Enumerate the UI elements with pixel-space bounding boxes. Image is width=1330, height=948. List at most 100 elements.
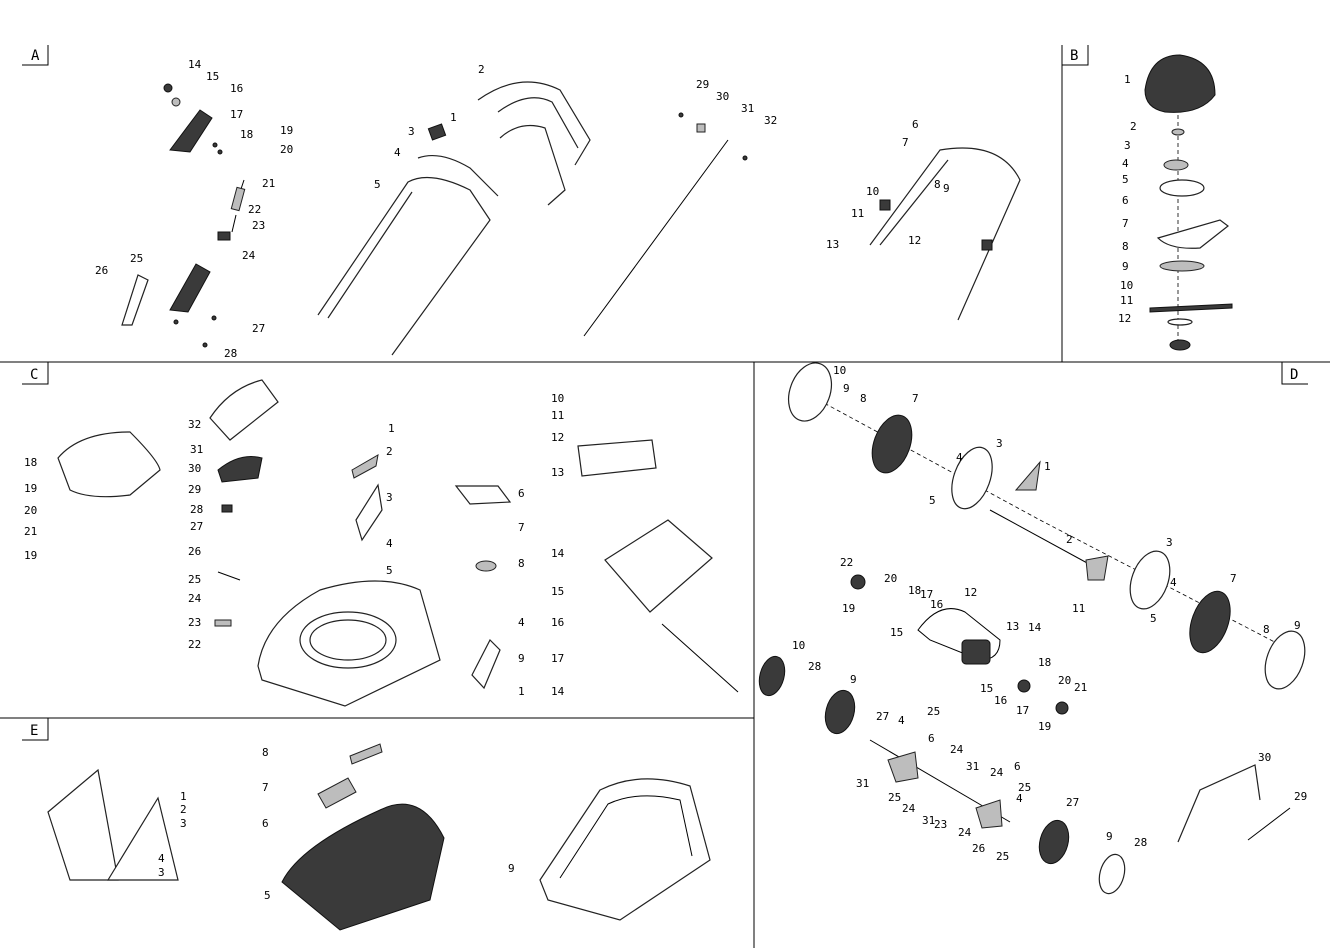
callout-c-17: 17 <box>551 652 564 665</box>
section-letter: C <box>30 367 38 383</box>
callout-d-18: 18 <box>908 584 921 597</box>
callout-d-14: 14 <box>1028 621 1042 634</box>
callout-d-20: 20 <box>1058 674 1071 687</box>
callout-e-1: 1 <box>180 790 187 803</box>
callout-d-10: 10 <box>833 364 846 377</box>
callout-d-9: 9 <box>1294 619 1301 632</box>
callout-b-12: 12 <box>1118 312 1131 325</box>
callout-e-8: 8 <box>262 746 269 759</box>
callout-d-17: 17 <box>1016 704 1029 717</box>
callout-a-31: 31 <box>741 102 754 115</box>
callout-d-15: 15 <box>980 682 993 695</box>
callout-d-9: 9 <box>843 382 850 395</box>
callout-d-9: 9 <box>850 673 857 686</box>
callout-b-6: 6 <box>1122 194 1129 207</box>
callout-a-15: 15 <box>206 70 219 83</box>
callout-a-9: 9 <box>943 182 950 195</box>
callout-c-2: 2 <box>386 445 393 458</box>
callout-d-4: 4 <box>1170 576 1177 589</box>
callout-a-22: 22 <box>248 203 261 216</box>
callout-a-30: 30 <box>716 90 729 103</box>
callout-c-26: 26 <box>188 545 201 558</box>
callout-c-32: 32 <box>188 418 201 431</box>
callout-d-19: 19 <box>1038 720 1051 733</box>
callout-a-5: 5 <box>374 178 381 191</box>
callout-c-27: 27 <box>190 520 203 533</box>
section-c-parts <box>57 379 739 707</box>
callout-e-9: 9 <box>508 862 515 875</box>
callout-c-24: 24 <box>188 592 202 605</box>
callout-d-16: 16 <box>994 694 1007 707</box>
callout-d-12: 12 <box>964 586 977 599</box>
callout-a-7: 7 <box>902 136 909 149</box>
callout-d-10: 10 <box>792 639 805 652</box>
callout-d-6: 6 <box>928 732 935 745</box>
callout-d-17: 17 <box>920 588 933 601</box>
section-letter: B <box>1070 48 1078 64</box>
callout-e-6: 6 <box>262 817 269 830</box>
callout-c-28: 28 <box>190 503 203 516</box>
callout-a-3: 3 <box>408 125 415 138</box>
callout-d-8: 8 <box>1263 623 1270 636</box>
callout-d-4: 4 <box>1016 792 1023 805</box>
callout-c-25: 25 <box>188 573 201 586</box>
callout-c-9: 9 <box>518 652 525 665</box>
callout-d-31: 31 <box>922 814 935 827</box>
callout-b-4: 4 <box>1122 157 1129 170</box>
callout-d-25: 25 <box>996 850 1009 863</box>
callout-d-28: 28 <box>808 660 821 673</box>
callout-a-23: 23 <box>252 219 265 232</box>
callout-d-11: 11 <box>1072 602 1085 615</box>
callout-c-30: 30 <box>188 462 201 475</box>
callout-d-2: 2 <box>1066 533 1073 546</box>
callout-c-12: 12 <box>551 431 564 444</box>
callout-c-1: 1 <box>518 685 525 698</box>
callout-c-19: 19 <box>24 549 37 562</box>
callout-d-3: 3 <box>996 437 1003 450</box>
callout-d-5: 5 <box>1150 612 1157 625</box>
callout-d-18: 18 <box>1038 656 1051 669</box>
callout-a-12: 12 <box>908 234 921 247</box>
callout-c-15: 15 <box>551 585 564 598</box>
callout-d-7: 7 <box>1230 572 1237 585</box>
callout-a-17: 17 <box>230 108 243 121</box>
callout-d-29: 29 <box>1294 790 1307 803</box>
callout-d-30: 30 <box>1258 751 1271 764</box>
callout-c-13: 13 <box>551 466 564 479</box>
callout-c-5: 5 <box>386 564 393 577</box>
callout-a-11: 11 <box>851 207 864 220</box>
callout-a-16: 16 <box>230 82 243 95</box>
callout-c-8: 8 <box>518 557 525 570</box>
section-a-parts <box>121 81 1021 356</box>
callout-b-8: 8 <box>1122 240 1129 253</box>
section-label-D: D <box>1281 362 1308 385</box>
callout-d-27: 27 <box>1066 796 1079 809</box>
callout-d-24: 24 <box>990 766 1004 779</box>
section-label-E: E <box>22 718 49 741</box>
callout-c-23: 23 <box>188 616 201 629</box>
callout-d-22: 22 <box>840 556 853 569</box>
callout-a-20: 20 <box>280 143 293 156</box>
callout-d-9: 9 <box>1106 830 1113 843</box>
callout-c-21: 21 <box>24 525 37 538</box>
callout-b-2: 2 <box>1130 120 1137 133</box>
callout-d-25: 25 <box>888 791 901 804</box>
callout-a-8: 8 <box>934 178 941 191</box>
callout-b-11: 11 <box>1120 294 1133 307</box>
callout-a-18: 18 <box>240 128 253 141</box>
callout-b-10: 10 <box>1120 279 1133 292</box>
callout-c-29: 29 <box>188 483 201 496</box>
callout-c-7: 7 <box>518 521 525 534</box>
callout-a-10: 10 <box>866 185 879 198</box>
callout-e-2: 2 <box>180 803 187 816</box>
section-dividers <box>0 45 1330 948</box>
callout-d-1: 1 <box>1044 460 1051 473</box>
callout-d-3: 3 <box>1166 536 1173 549</box>
section-letter: E <box>30 723 38 739</box>
callout-a-6: 6 <box>912 118 919 131</box>
callout-a-1: 1 <box>450 111 457 124</box>
callout-d-31: 31 <box>966 760 979 773</box>
callout-a-13: 13 <box>826 238 839 251</box>
